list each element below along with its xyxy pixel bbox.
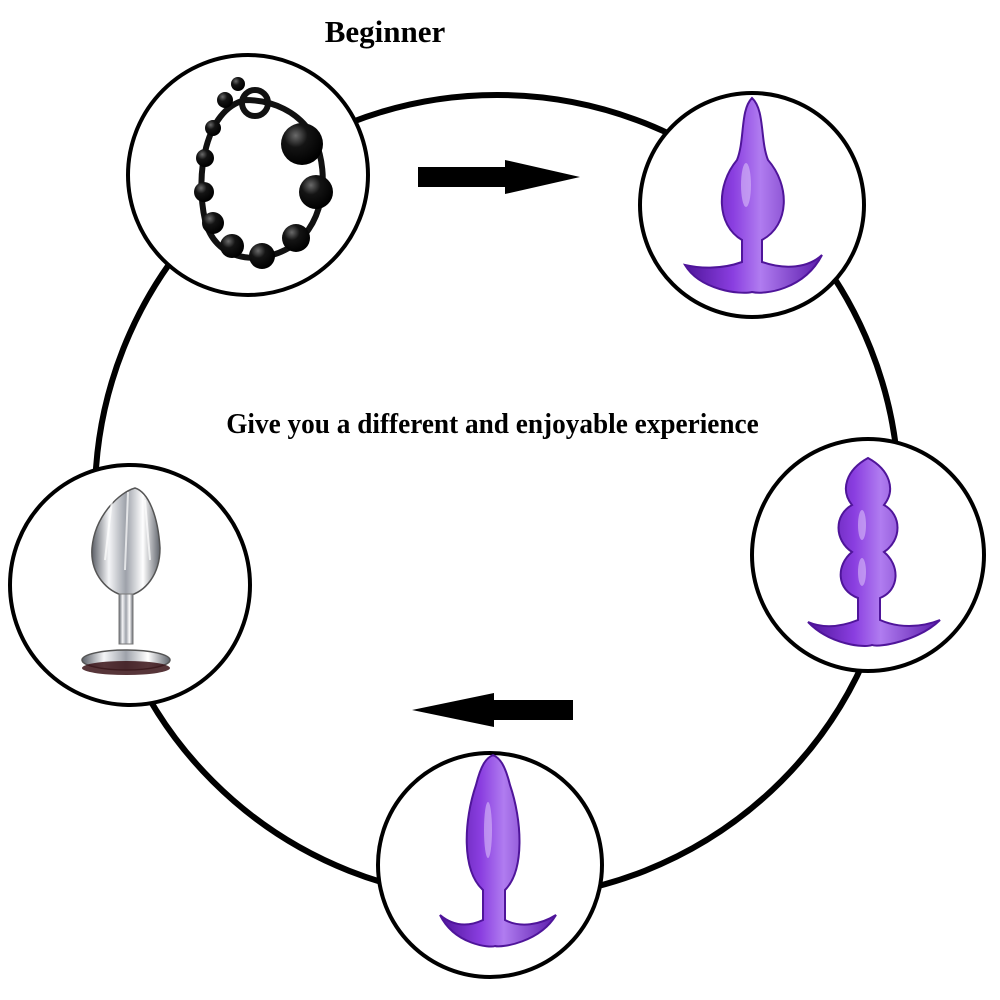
tapered-plug-icon bbox=[439, 753, 557, 948]
item-metal-plug bbox=[8, 463, 252, 707]
item-beads bbox=[126, 53, 370, 297]
metal-plug-icon bbox=[81, 487, 171, 675]
beginner-title: Beginner bbox=[324, 14, 446, 49]
arrow-right-icon bbox=[418, 160, 580, 194]
item-ribbed-plug bbox=[750, 437, 986, 673]
arrow-left-icon bbox=[412, 693, 573, 727]
plug-icon bbox=[682, 96, 823, 294]
item-tapered-plug bbox=[376, 751, 604, 979]
tagline: Give you a different and enjoyable exper… bbox=[226, 408, 759, 440]
item-anchor-plug bbox=[638, 91, 866, 319]
beads-icon bbox=[194, 77, 333, 269]
ribbed-plug-icon bbox=[807, 456, 941, 647]
